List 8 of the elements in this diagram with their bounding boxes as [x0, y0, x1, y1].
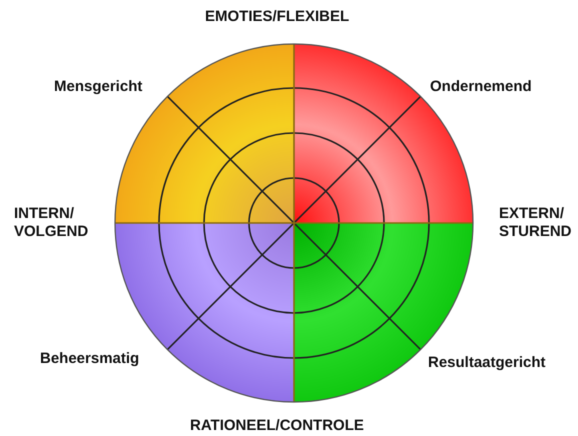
axis-label: INTERN/ VOLGEND: [14, 205, 88, 241]
axis-label: EMOTIES/FLEXIBEL: [205, 8, 350, 26]
axis-label: Mensgericht: [54, 78, 142, 96]
axis-label: Ondernemend: [430, 78, 532, 96]
axis-label: EXTERN/ STUREND: [499, 205, 572, 241]
axis-label: Beheersmatig: [40, 350, 140, 368]
axis-label: RATIONEEL/CONTROLE: [190, 417, 364, 435]
axis-label: Resultaatgericht: [428, 354, 546, 372]
